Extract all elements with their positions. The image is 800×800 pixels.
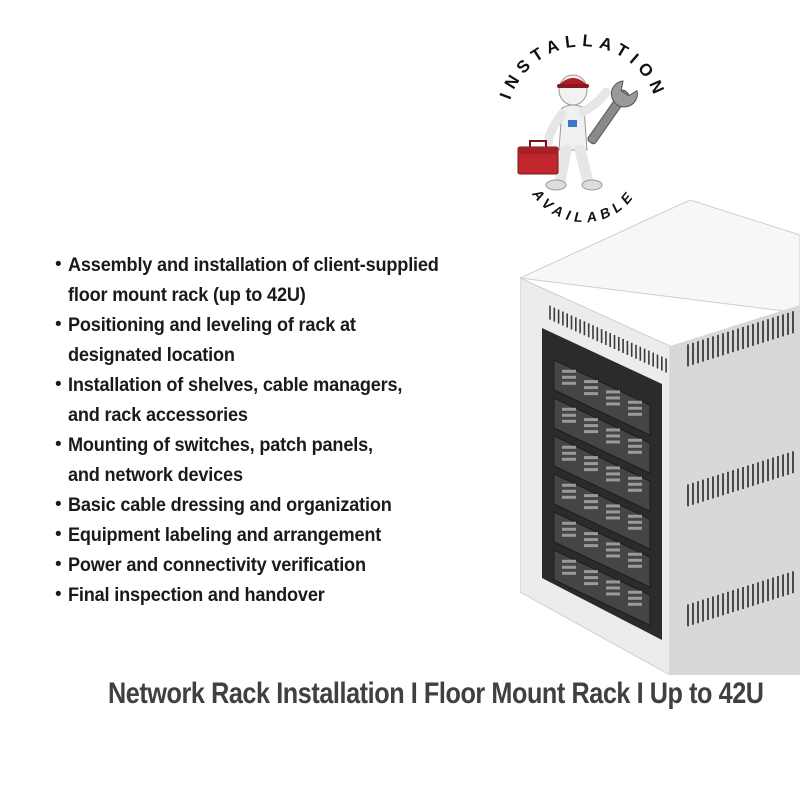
feature-item: Mounting of switches, patch panels, and n… [55, 430, 505, 490]
feature-text: Final inspection and handover [68, 584, 325, 606]
side-vents [687, 311, 794, 627]
feature-list: Assembly and installation of client-supp… [55, 250, 505, 610]
feature-text: Positioning and leveling of rack at [68, 314, 356, 336]
rack-unit [553, 511, 651, 588]
feature-text: and network devices [68, 464, 243, 486]
feature-item: Positioning and leveling of rack at desig… [55, 310, 505, 370]
feature-item: Basic cable dressing and organization [55, 490, 505, 520]
feature-text: floor mount rack (up to 42U) [68, 284, 306, 306]
product-title: Network Rack Installation I Floor Mount … [108, 677, 764, 710]
feature-text: Mounting of switches, patch panels, [68, 434, 373, 456]
rack-unit [553, 359, 651, 436]
feature-item: Power and connectivity verification [55, 550, 505, 580]
feature-text: Equipment labeling and arrangement [68, 524, 382, 546]
server-rack-illustration [520, 200, 800, 675]
feature-item: Final inspection and handover [55, 580, 505, 610]
feature-text: Basic cable dressing and organization [68, 494, 392, 516]
rack-unit [553, 473, 651, 550]
front-vent [549, 305, 667, 373]
mascot-with-wrench-icon [543, 74, 638, 191]
rack-top-face [520, 200, 800, 314]
rack-unit [553, 435, 651, 512]
feature-text: and rack accessories [68, 404, 248, 426]
rack-unit [553, 549, 651, 626]
rack-unit [553, 397, 651, 474]
feature-text: designated location [68, 344, 235, 366]
rack-units [553, 359, 651, 626]
installation-badge-graphic: INSTALLATION AVAILABLE [496, 32, 664, 226]
feature-text: Power and connectivity verification [68, 554, 366, 576]
server-rack-icon [520, 200, 800, 675]
feature-text: Installation of shelves, cable managers, [68, 374, 403, 396]
toolbox-icon [517, 140, 559, 175]
feature-text: Assembly and installation of client-supp… [68, 254, 439, 276]
feature-item: Installation of shelves, cable managers,… [55, 370, 505, 430]
installation-available-badge: INSTALLATION AVAILABLE [488, 32, 678, 232]
feature-item: Assembly and installation of client-supp… [55, 250, 505, 310]
feature-item: Equipment labeling and arrangement [55, 520, 505, 550]
rack-side-face [670, 305, 800, 675]
